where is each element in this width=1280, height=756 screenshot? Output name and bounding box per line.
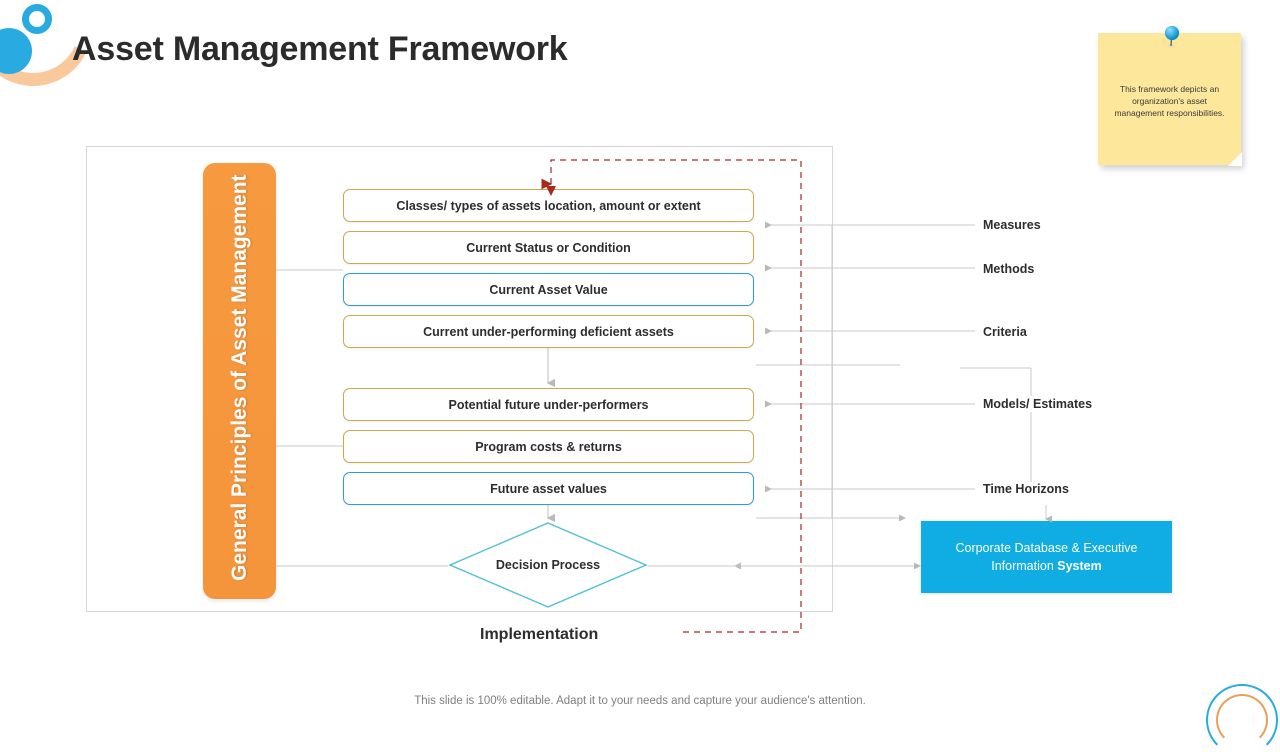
process-box-classes-types[interactable]: Classes/ types of assets location, amoun… [343,189,754,222]
footer-note: This slide is 100% editable. Adapt it to… [414,695,866,707]
system-box-line2-prefix: Information [991,559,1058,573]
process-box-label: Current Asset Value [489,282,608,297]
decision-process-diamond[interactable]: Decision Process [448,521,648,609]
process-box-current-asset-value[interactable]: Current Asset Value [343,273,754,306]
decision-process-label: Decision Process [495,558,601,572]
implementation-label: Implementation [480,626,599,643]
corporate-database-system-box[interactable]: Corporate Database & Executive Informati… [921,521,1172,593]
process-box-label: Future asset values [490,481,607,496]
general-principles-bar-label: General Principles of Asset Management [227,174,251,581]
process-box-label: Current Status or Condition [466,240,631,255]
system-box-line1: Corporate Database & Executive [955,541,1138,555]
process-box-label: Classes/ types of assets location, amoun… [396,198,701,213]
right-label-criteria: Criteria [983,325,1027,339]
system-box-text: Corporate Database & Executive Informati… [955,539,1137,575]
decorative-ring-top-left [22,4,52,34]
process-box-under-performing[interactable]: Current under-performing deficient asset… [343,315,754,348]
right-label-time-horizons: Time Horizons [983,482,1069,496]
process-box-current-status[interactable]: Current Status or Condition [343,231,754,264]
system-box-line2-bold: System [1057,559,1102,573]
page-title: Asset Management Framework [72,30,568,68]
sticky-note: This framework depicts an organization's… [1098,33,1242,166]
process-box-label: Current under-performing deficient asset… [423,324,674,339]
general-principles-bar[interactable]: General Principles of Asset Management [203,163,276,599]
right-label-models-estimates: Models/ Estimates [983,397,1093,411]
pin-icon [1165,26,1179,48]
process-box-future-asset-values[interactable]: Future asset values [343,472,754,505]
right-label-measures: Measures [983,218,1041,232]
right-label-methods: Methods [983,262,1035,276]
process-box-potential-future[interactable]: Potential future under-performers [343,388,754,421]
sticky-note-text: This framework depicts an organization's… [1114,84,1225,118]
process-box-program-costs[interactable]: Program costs & returns [343,430,754,463]
process-box-label: Program costs & returns [475,439,622,454]
process-box-label: Potential future under-performers [448,397,649,412]
